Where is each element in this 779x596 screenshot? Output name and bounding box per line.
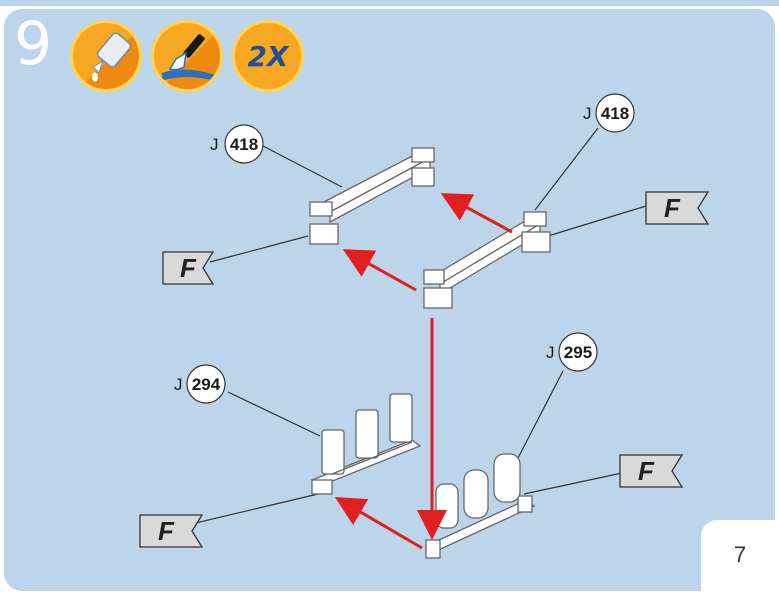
glue-bottle-icon (70, 20, 142, 92)
flag-f-lower-right: F (619, 454, 684, 488)
flag-f-lower-left: F (139, 514, 204, 548)
step-number: 9 (14, 9, 53, 79)
j295-part (424, 453, 536, 559)
callout-letter: J (210, 135, 219, 154)
callout-letter: J (583, 104, 592, 123)
leader-lines (182, 127, 647, 527)
callout-letter: J (546, 343, 555, 362)
callout-j418-left: J 418 (210, 124, 264, 164)
callout-number: 295 (564, 343, 592, 362)
callout-letter: J (174, 375, 183, 394)
callout-j294: J 294 (174, 364, 226, 404)
flag-letter: F (158, 516, 175, 546)
callout-j295: J 295 (546, 332, 598, 372)
flag-letter: F (180, 253, 197, 283)
callout-number: 418 (601, 104, 629, 123)
callout-number: 294 (192, 375, 221, 394)
page-number: 7 (733, 542, 747, 567)
top-strip (0, 0, 779, 6)
callout-j418-right: J 418 (583, 93, 635, 133)
instruction-panel (4, 9, 775, 591)
flag-f-upper-right: F (645, 191, 710, 225)
quantity-badge: 2X (232, 20, 304, 92)
page-number-tab: 7 (701, 520, 779, 596)
flag-f-upper-left: F (162, 251, 215, 285)
j294-part (310, 393, 422, 495)
quantity-label: 2X (247, 39, 289, 73)
paint-brush-icon (151, 20, 223, 92)
flag-letter: F (664, 193, 681, 223)
callout-number: 418 (230, 135, 258, 154)
assembly-arrows (334, 193, 513, 550)
upper-frame-parts (309, 147, 551, 309)
flag-letter: F (638, 456, 655, 486)
